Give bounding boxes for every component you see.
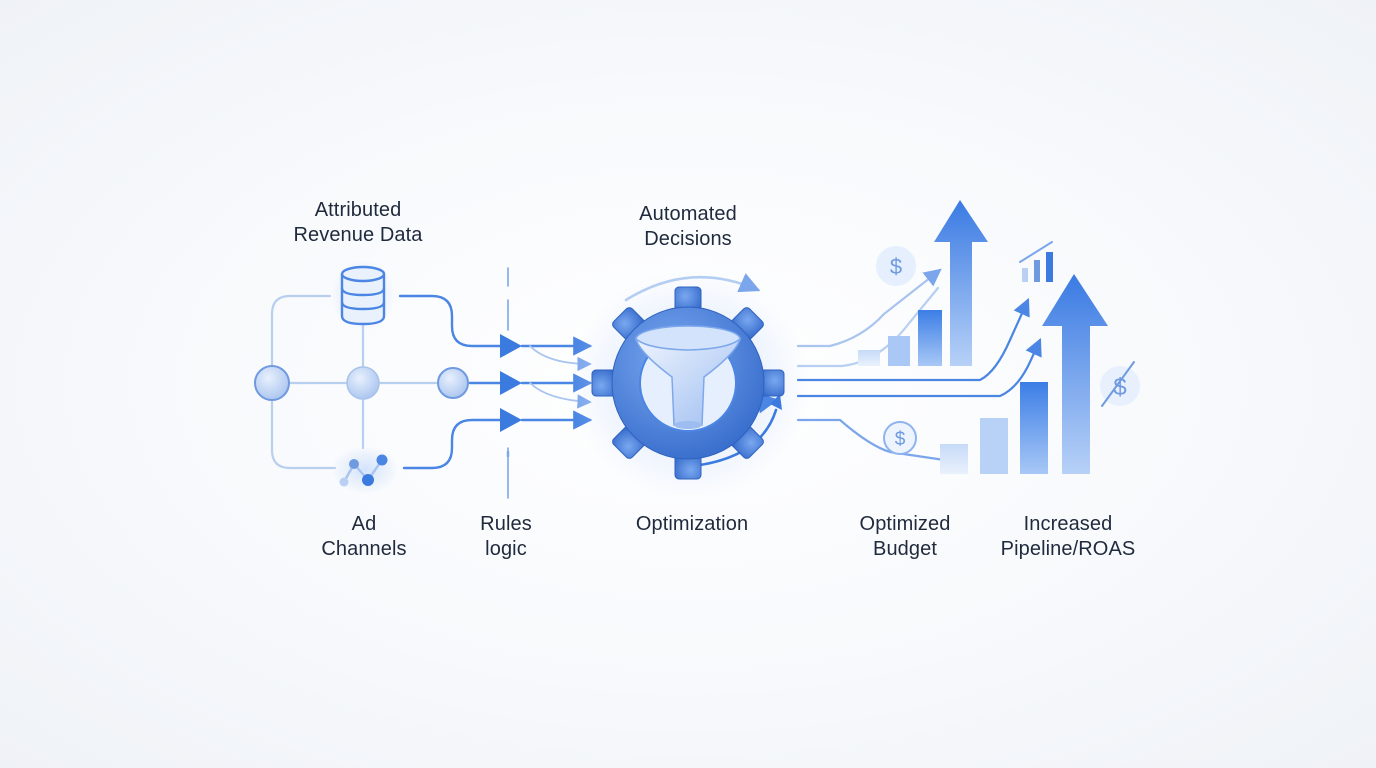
dollar-coin-icon: $ [876, 246, 916, 286]
pipeline-bar-1 [940, 444, 968, 474]
label-optimized-budget: Optimized Budget [859, 513, 951, 560]
gear-to-budget-lines [796, 268, 1042, 469]
label-rules-logic: Rules logic [480, 513, 532, 560]
label-attributed-revenue-data: Attributed Revenue Data [293, 199, 423, 246]
label-ad-channels: Ad Channels [321, 513, 407, 560]
budget-bar-chart [858, 310, 942, 366]
dollar-coin-icon: $ [883, 421, 917, 455]
label-increased-pipeline-roas: Increased Pipeline/ROAS [1000, 513, 1136, 560]
budget-bar-1 [858, 350, 880, 366]
label-automated-decisions: Automated Decisions [639, 203, 737, 250]
database-icon [331, 259, 395, 331]
rule-triangles [500, 334, 522, 432]
budget-bar-2 [888, 336, 910, 366]
svg-text:$: $ [890, 254, 902, 279]
center-node [346, 366, 380, 400]
bar-chart-icon [1019, 241, 1053, 282]
network-connectors [270, 294, 438, 470]
arrow-up-icon [1042, 274, 1108, 474]
svg-text:$: $ [895, 429, 906, 450]
budget-bar-3 [918, 310, 942, 366]
label-optimization: Optimization [635, 513, 749, 535]
network-to-rules-connectors [398, 294, 502, 470]
gear-funnel-icon [570, 270, 810, 500]
right-node [437, 367, 469, 399]
pipeline-bar-3 [1020, 382, 1048, 474]
pipeline-bar-2 [980, 418, 1008, 474]
left-node [254, 365, 290, 401]
network-nodes-icon [331, 446, 399, 494]
pipeline-bar-chart [940, 382, 1048, 474]
svg-text:$: $ [1113, 374, 1126, 401]
dollar-coin-icon: $ [1100, 361, 1140, 407]
arrow-up-icon [934, 200, 988, 366]
